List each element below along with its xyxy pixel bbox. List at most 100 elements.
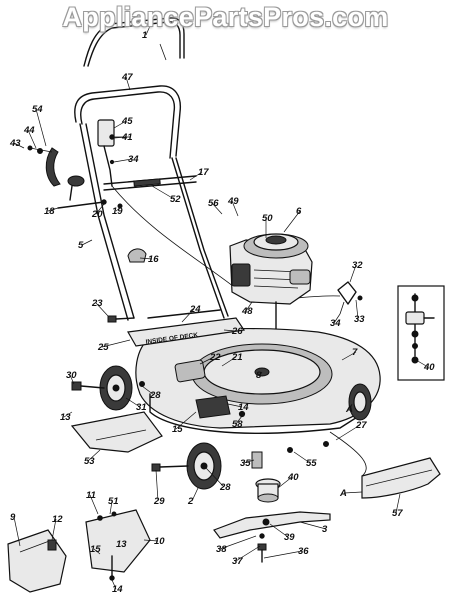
- callout-8: 8: [256, 370, 262, 381]
- callout-43: 43: [9, 138, 21, 149]
- callout-32: 32: [352, 260, 363, 271]
- callout-6: 6: [296, 206, 302, 217]
- leader-line-15: [175, 411, 197, 430]
- leader-line-49: [231, 200, 239, 217]
- leader-line-34: [333, 313, 341, 324]
- leader-line-6: [283, 210, 301, 233]
- callout-57: 57: [392, 508, 403, 519]
- leader-line-31: [125, 397, 141, 408]
- leader-line-33: [355, 299, 359, 320]
- callout-20: 20: [91, 209, 103, 220]
- throttle-lever: [27, 145, 61, 187]
- callout-2: 2: [187, 496, 194, 507]
- leader-line-52: [151, 185, 175, 200]
- leader-line-21: [221, 356, 237, 367]
- blade-adapter: [251, 451, 281, 503]
- callout-39: 39: [284, 532, 295, 543]
- callout-14: 14: [238, 402, 249, 413]
- leader-line-7: [341, 351, 357, 361]
- callout-40: 40: [287, 472, 299, 483]
- leader-line-10: [143, 539, 159, 542]
- wing-knob: [57, 175, 123, 209]
- inset-detail: [397, 285, 445, 381]
- leader-line-37: [235, 545, 261, 562]
- callout-36: 36: [298, 546, 309, 557]
- cross-bar: [103, 175, 197, 191]
- leader-line-28: [205, 467, 225, 488]
- callout-50: 50: [262, 213, 273, 224]
- leader-line-17: [189, 171, 203, 181]
- cable-clip: [127, 248, 147, 263]
- leader-line-36: [263, 550, 303, 559]
- callout-A: A: [339, 488, 347, 499]
- engine: [229, 233, 313, 337]
- leader-line-8: [259, 371, 263, 376]
- callout-28: 28: [219, 482, 231, 493]
- callout-21: 21: [231, 352, 243, 363]
- leader-line-23: [95, 302, 109, 317]
- leader-line-18: [47, 207, 59, 212]
- callout-13: 13: [116, 539, 127, 550]
- callout-10: 10: [154, 536, 165, 547]
- throttle-bracket: [337, 281, 363, 315]
- callout-13: 13: [60, 412, 71, 423]
- callout-12: 12: [52, 514, 63, 525]
- leader-line-3: [299, 521, 327, 530]
- leader-line-45: [113, 120, 127, 129]
- leader-line-44: [27, 129, 37, 149]
- leader-line-47: [125, 76, 131, 91]
- leader-line-34: [113, 158, 133, 163]
- leader-line-1: [145, 25, 151, 36]
- control-bracket: [97, 119, 130, 187]
- callout-7: 7: [352, 347, 358, 358]
- leader-line-29: [155, 469, 159, 502]
- leader-line-54: [35, 108, 47, 147]
- leader-line-57: [395, 493, 401, 514]
- callout-27: 27: [355, 420, 367, 431]
- leader-line-35: [243, 459, 255, 464]
- callout-9: 9: [10, 512, 16, 523]
- leader-line-55: [293, 451, 311, 464]
- callout-A: A: [345, 404, 353, 415]
- callout-40: 40: [423, 362, 435, 373]
- leader-line-13: [63, 411, 73, 418]
- leader-line-32: [349, 264, 357, 283]
- leader-line-38: [219, 535, 257, 550]
- leader-line-58: [235, 415, 243, 425]
- leader-line-14: [111, 579, 117, 590]
- callout-22: 22: [209, 352, 221, 363]
- leader-line-24: [181, 308, 195, 323]
- leader-line-19: [115, 207, 121, 212]
- callout-48: 48: [241, 306, 253, 317]
- callout-18: 18: [44, 206, 55, 217]
- leader-line-20: [95, 203, 105, 215]
- callout-11: 11: [86, 490, 96, 501]
- callout-25: 25: [97, 342, 109, 353]
- callout-15: 15: [90, 544, 101, 555]
- callout-53: 53: [84, 456, 95, 467]
- leader-line-26: [223, 329, 237, 332]
- callout-19: 19: [112, 206, 123, 217]
- leader-line-43: [13, 142, 25, 149]
- callout-1: 1: [142, 30, 147, 41]
- callout-49: 49: [227, 196, 239, 207]
- callout-30: 30: [66, 370, 77, 381]
- leader-line-16: [139, 257, 153, 260]
- callout-41: 41: [121, 132, 133, 143]
- mower-deck: [135, 328, 381, 434]
- callout-45: 45: [121, 116, 133, 127]
- leader-line-51: [109, 500, 113, 515]
- callout-54: 54: [32, 104, 43, 115]
- leader-line-12: [51, 518, 57, 541]
- leader-line-41: [113, 136, 127, 139]
- callout-55: 55: [306, 458, 317, 469]
- callout-3: 3: [322, 524, 328, 535]
- leader-line-2: [191, 487, 199, 502]
- blade: [213, 511, 331, 563]
- leader-line-53: [87, 449, 101, 462]
- discharge-chute: [329, 431, 441, 499]
- wheels: [99, 365, 372, 490]
